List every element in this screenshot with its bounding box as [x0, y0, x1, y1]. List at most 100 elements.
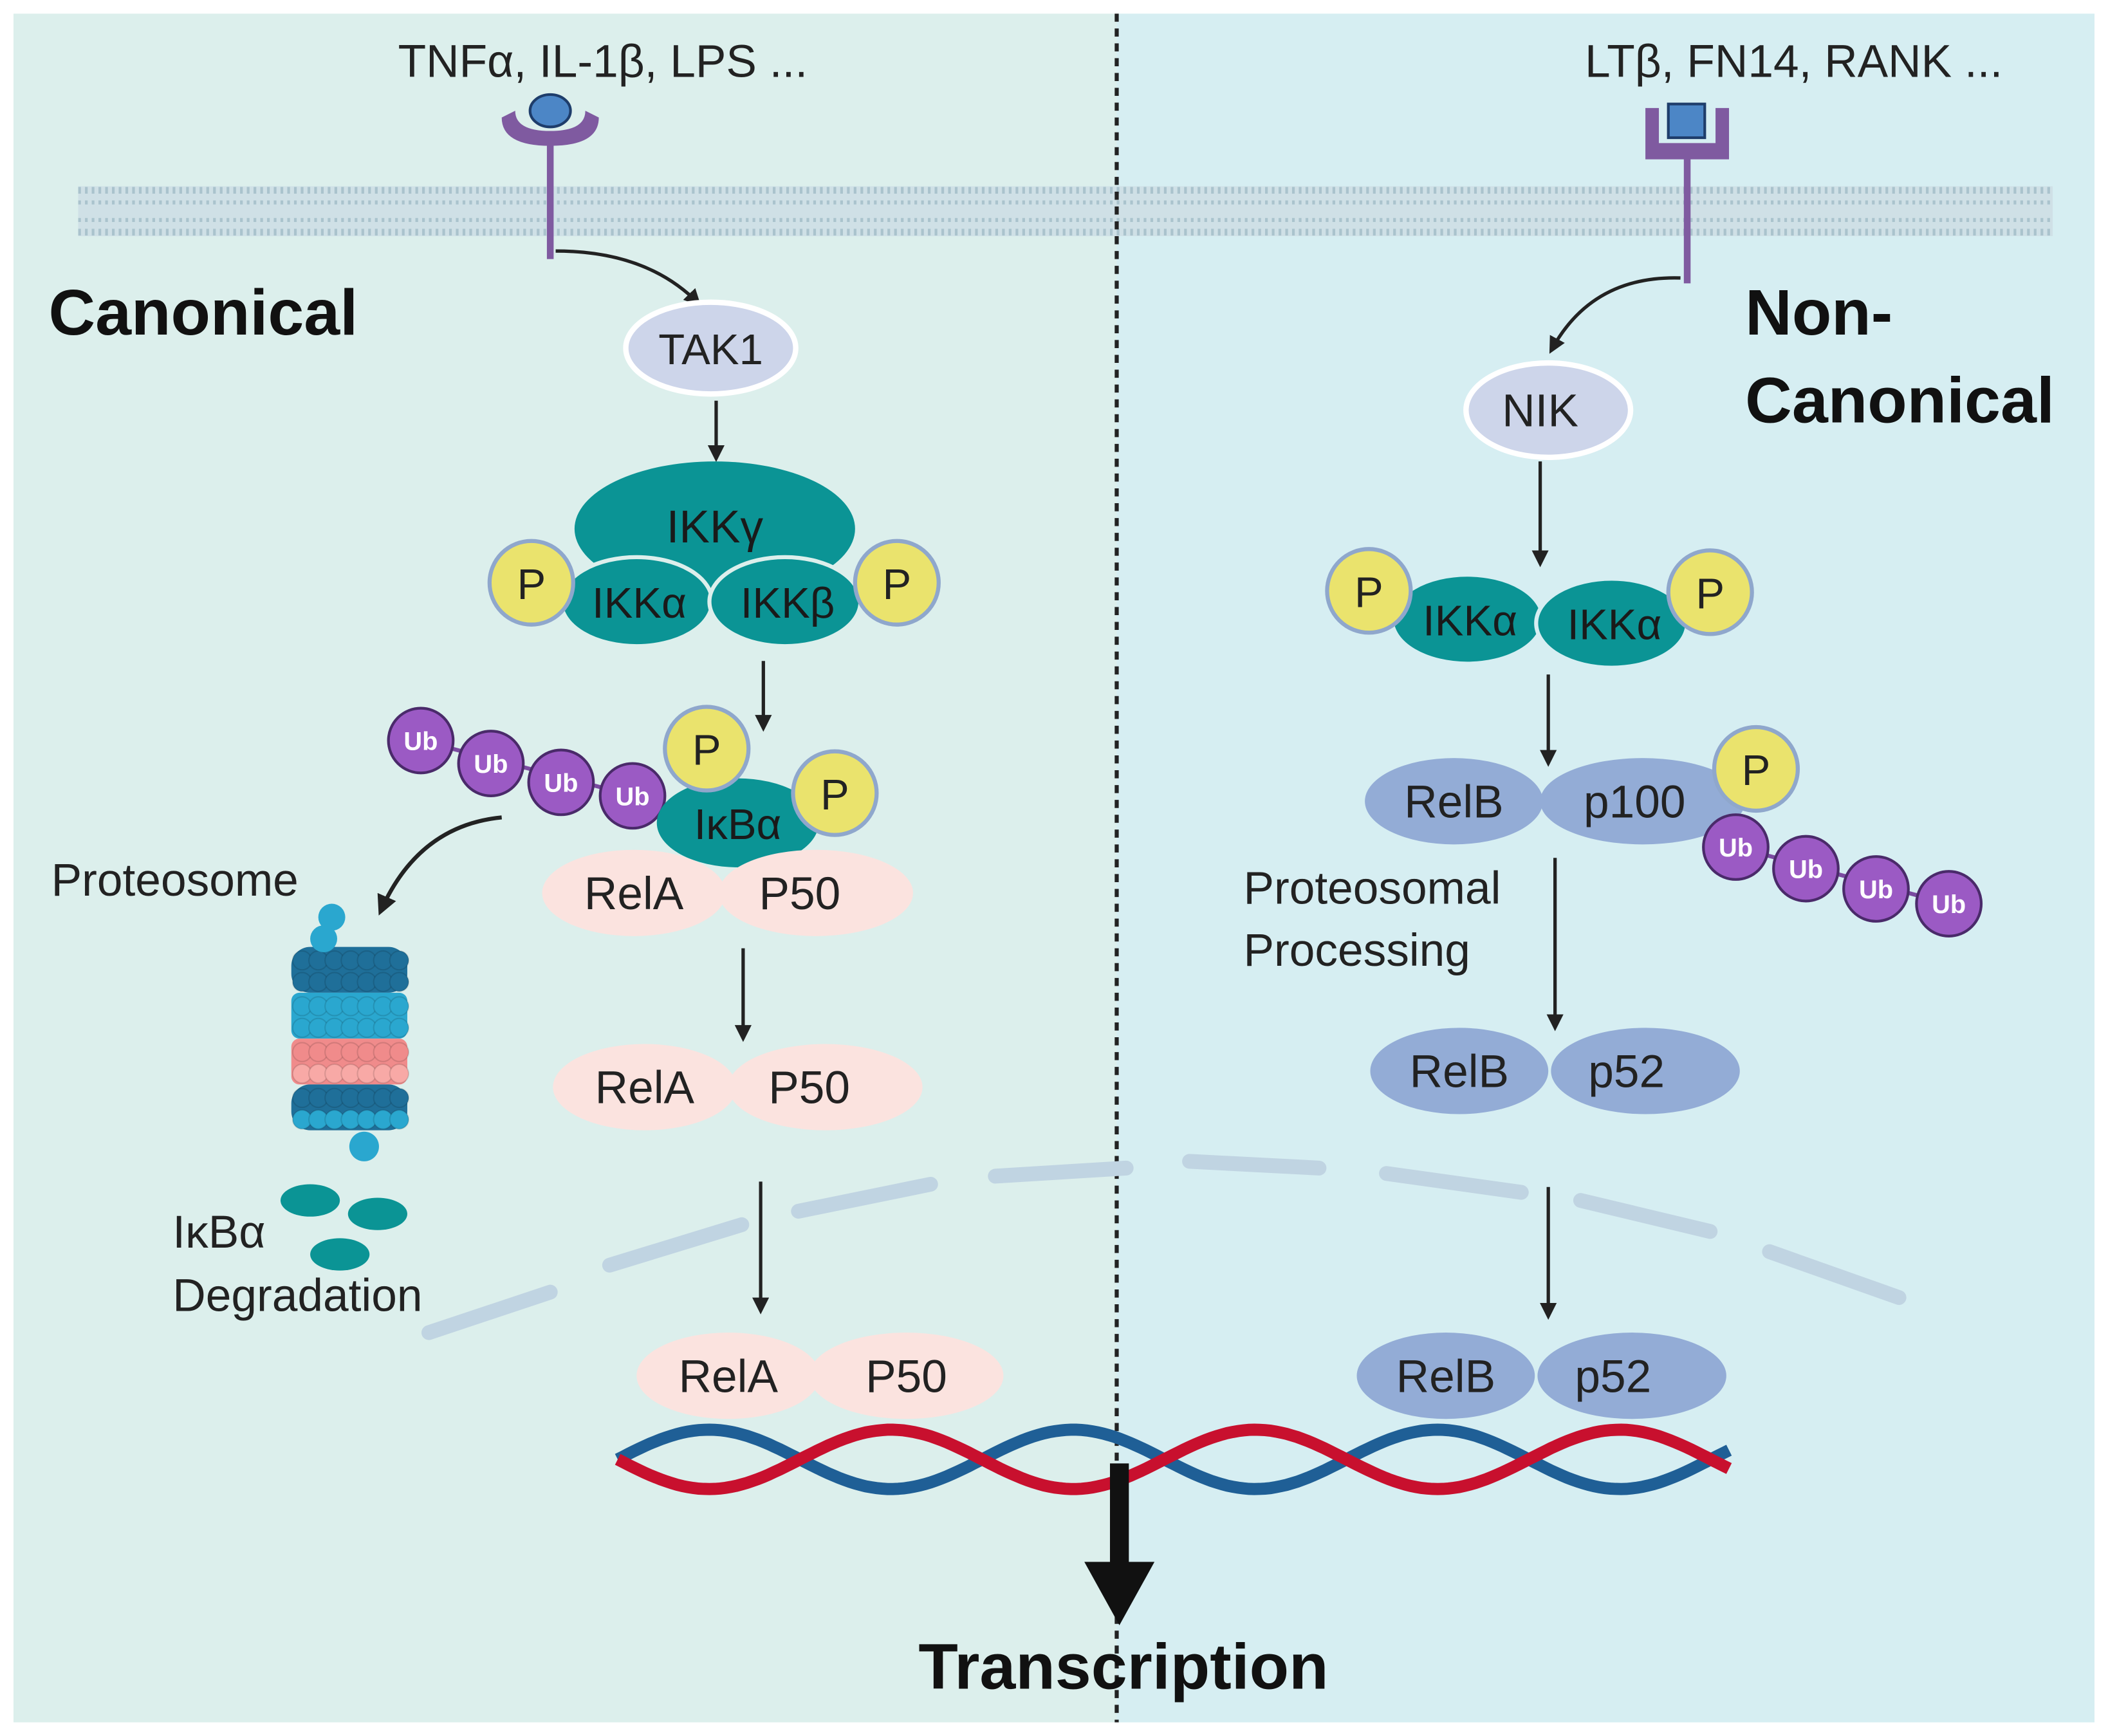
ikba-phospho-right	[791, 749, 879, 837]
nuclear-envelope	[421, 1154, 1907, 1340]
ikba-phospho-top	[663, 705, 751, 793]
processing-label-line1: Proteosomal	[1243, 863, 1501, 914]
transcription-label: Transcription	[918, 1630, 1328, 1703]
canonical-ligands-label: TNFα, IL-1β, LPS ...	[398, 36, 808, 88]
p100-label: p100	[1584, 776, 1686, 827]
tak1-node	[623, 299, 799, 397]
p52-node-nuclear	[1537, 1333, 1726, 1419]
nc-ikk-phospho-left	[1325, 547, 1413, 635]
proteasome-subunit	[389, 996, 410, 1017]
p50-node-cytoplasm-bound	[719, 849, 913, 936]
svg-text:Ub: Ub	[615, 783, 649, 811]
ikk-beta-phospho	[853, 539, 941, 627]
ikba-to-proteasome-arrow	[377, 815, 503, 916]
dna-helix	[615, 1423, 1732, 1495]
svg-text:Ub: Ub	[1789, 856, 1823, 884]
relb-node-p100-complex	[1365, 758, 1543, 845]
ikk-alpha-label: IKKα	[592, 579, 687, 627]
ikk-alpha-phospho-label: P	[517, 560, 546, 609]
ikba-phospho-top-label: P	[692, 726, 721, 775]
ub-node	[1772, 835, 1840, 903]
ikk-gamma-label: IKKγ	[667, 501, 764, 553]
canonical-heading: Canonical	[48, 277, 358, 349]
nc-ikk-phospho-left-label: P	[1354, 568, 1383, 616]
proteasome-subunit	[389, 1087, 410, 1109]
ikk-beta-label: IKKβ	[741, 579, 835, 627]
proteasome-subunit	[389, 1042, 410, 1062]
ub-node	[1702, 813, 1770, 881]
noncanonical-heading-line1: Non-	[1745, 277, 1892, 349]
svg-text:Ub: Ub	[403, 728, 438, 756]
degradation-label-line2: Degradation	[172, 1270, 422, 1322]
receptor-to-tak1-arrow	[555, 249, 701, 306]
ub-node	[527, 748, 595, 817]
noncanonical-ligands-label: LTβ, FN14, RANK ...	[1585, 36, 2002, 88]
nc-ikk-phospho-right	[1666, 548, 1754, 636]
p52-node-cytoplasm	[1551, 1028, 1740, 1114]
p50-label-3: P50	[865, 1351, 947, 1402]
ub-node	[1842, 855, 1910, 923]
ub-node	[387, 706, 455, 775]
p100-phospho	[1712, 725, 1800, 813]
proteosome-label: Proteosome	[51, 854, 299, 906]
degraded-ikba-fragment	[280, 1184, 340, 1217]
ikba-label: IκBα	[694, 800, 782, 849]
proteasome-subunit	[389, 1017, 410, 1039]
ikk-alpha-label-left: IKKα	[1423, 596, 1517, 645]
degraded-ikba-fragment	[347, 1197, 407, 1230]
relb-node-cytoplasm	[1370, 1028, 1549, 1114]
rela-node-nuclear	[636, 1333, 820, 1419]
svg-text:Ub: Ub	[1859, 876, 1893, 904]
nc-ikk-phospho-right-label: P	[1696, 570, 1724, 618]
proteasome-icon	[291, 903, 410, 1161]
rela-label-3: RelA	[679, 1351, 779, 1402]
proteasome-subunit	[389, 950, 410, 971]
relb-label-1: RelB	[1404, 776, 1503, 827]
p50-label-2: P50	[768, 1062, 850, 1114]
canonical-ligand	[528, 93, 572, 129]
rela-label-1: RelA	[584, 868, 684, 919]
degraded-ikba-fragment	[310, 1238, 370, 1271]
ub-node	[1915, 870, 1983, 937]
ikk-beta-phospho-label: P	[882, 560, 911, 609]
transcription-arrow	[1084, 1463, 1155, 1625]
proteasome-subunit	[389, 972, 410, 992]
p50-node-nuclear	[809, 1333, 1004, 1419]
p50-label-1: P50	[759, 868, 841, 919]
rela-label-2: RelA	[595, 1062, 695, 1114]
relb-label-3: RelB	[1396, 1351, 1495, 1402]
noncanonical-ligand	[1667, 102, 1706, 140]
proteasome-subunit	[389, 1109, 410, 1130]
p50-node-free	[728, 1044, 923, 1131]
ikba-phospho-right-label: P	[820, 771, 849, 819]
ikk-alpha-label-right: IKKα	[1567, 601, 1661, 649]
degradation-label-line1: IκBα	[172, 1206, 265, 1258]
ub-node	[598, 762, 667, 830]
noncanonical-ub-chain: Ub Ub Ub Ub	[1702, 813, 1983, 937]
receptor-to-nik-arrow	[1549, 276, 1681, 354]
p100-node	[1540, 758, 1746, 845]
ub-node	[457, 730, 525, 797]
cell-membrane	[78, 186, 2053, 237]
rela-node-cytoplasm-bound	[542, 849, 726, 936]
p52-label-2: p52	[1575, 1351, 1651, 1402]
noncanonical-receptor	[1645, 107, 1730, 284]
relb-label-2: RelB	[1410, 1046, 1509, 1098]
p52-label-1: p52	[1588, 1046, 1665, 1098]
svg-text:Ub: Ub	[1932, 891, 1966, 919]
canonical-receptor	[501, 111, 599, 259]
svg-text:Ub: Ub	[544, 770, 578, 798]
svg-text:Ub: Ub	[1719, 834, 1753, 862]
proteasome-subunit	[389, 1063, 410, 1084]
processing-label-line2: Processing	[1243, 925, 1470, 976]
canonical-ub-chain: Ub Ub Ub Ub	[387, 706, 667, 830]
ikba-node	[656, 778, 819, 867]
relb-node-nuclear	[1356, 1333, 1535, 1419]
svg-text:Ub: Ub	[474, 750, 508, 779]
rela-node-free	[553, 1044, 737, 1131]
ikk-alpha-phospho	[487, 539, 575, 627]
p100-phospho-label: P	[1742, 746, 1771, 795]
nik-node	[1463, 360, 1634, 460]
tak1-label: TAK1	[658, 326, 763, 374]
